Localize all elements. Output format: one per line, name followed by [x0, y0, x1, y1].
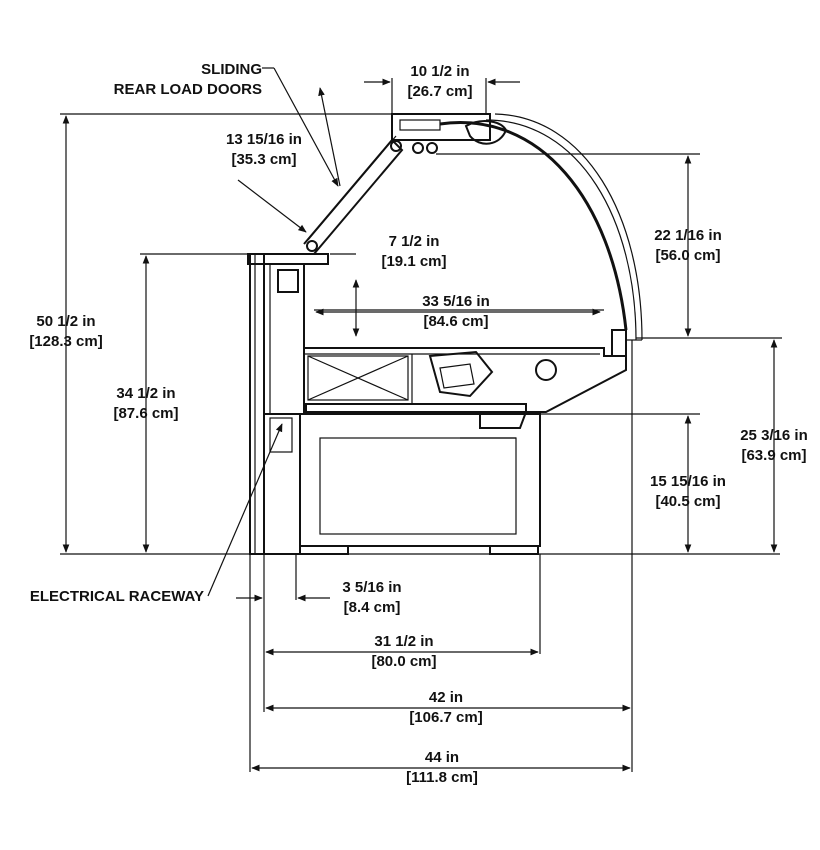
- dim-interior-depth-cm: [84.6 cm]: [423, 313, 488, 330]
- dim-total-height-in: 50 1/2 in: [36, 313, 95, 330]
- dim-case-depth-in: 42 in: [429, 689, 463, 706]
- dim-deck-height-in: 34 1/2 in: [116, 385, 175, 402]
- dim-base-depth-in: 31 1/2 in: [374, 633, 433, 650]
- dim-top-width-in: 10 1/2 in: [410, 63, 469, 80]
- dim-shelf-drop-cm: [19.1 cm]: [381, 253, 446, 270]
- dim-lower-height-in: 15 15/16 in: [650, 473, 726, 490]
- dim-lower-height-cm: [40.5 cm]: [655, 493, 720, 510]
- rear-load-doors-label: REAR LOAD DOORS: [114, 81, 262, 98]
- dim-base-depth-cm: [80.0 cm]: [371, 653, 436, 670]
- dim-overall-depth-cm: [111.8 cm]: [406, 769, 478, 786]
- electrical-raceway-label: ELECTRICAL RACEWAY: [30, 588, 204, 605]
- dim-interior-depth-in: 33 5/16 in: [422, 293, 490, 310]
- dim-total-height-cm: [128.3 cm]: [29, 333, 102, 350]
- dim-front-height-cm: [63.9 cm]: [741, 447, 806, 464]
- dim-deck-height-cm: [87.6 cm]: [113, 405, 178, 422]
- dim-door-length-in: 13 15/16 in: [226, 131, 302, 148]
- sliding-label: SLIDING: [201, 61, 262, 78]
- dim-case-depth-cm: [106.7 cm]: [409, 709, 482, 726]
- dim-glass-height-in: 22 1/16 in: [654, 227, 722, 244]
- dim-rear-offset-cm: [8.4 cm]: [344, 599, 401, 616]
- dim-glass-height-cm: [56.0 cm]: [655, 247, 720, 264]
- case-outline: [60, 113, 780, 555]
- dim-overall-depth-in: 44 in: [425, 749, 459, 766]
- dimension-lines: [60, 67, 782, 772]
- dim-shelf-drop-in: 7 1/2 in: [389, 233, 440, 250]
- dim-rear-offset-in: 3 5/16 in: [342, 579, 401, 596]
- dim-top-width-cm: [26.7 cm]: [407, 83, 472, 100]
- dim-door-length-cm: [35.3 cm]: [231, 151, 296, 168]
- dim-front-height-in: 25 3/16 in: [740, 427, 808, 444]
